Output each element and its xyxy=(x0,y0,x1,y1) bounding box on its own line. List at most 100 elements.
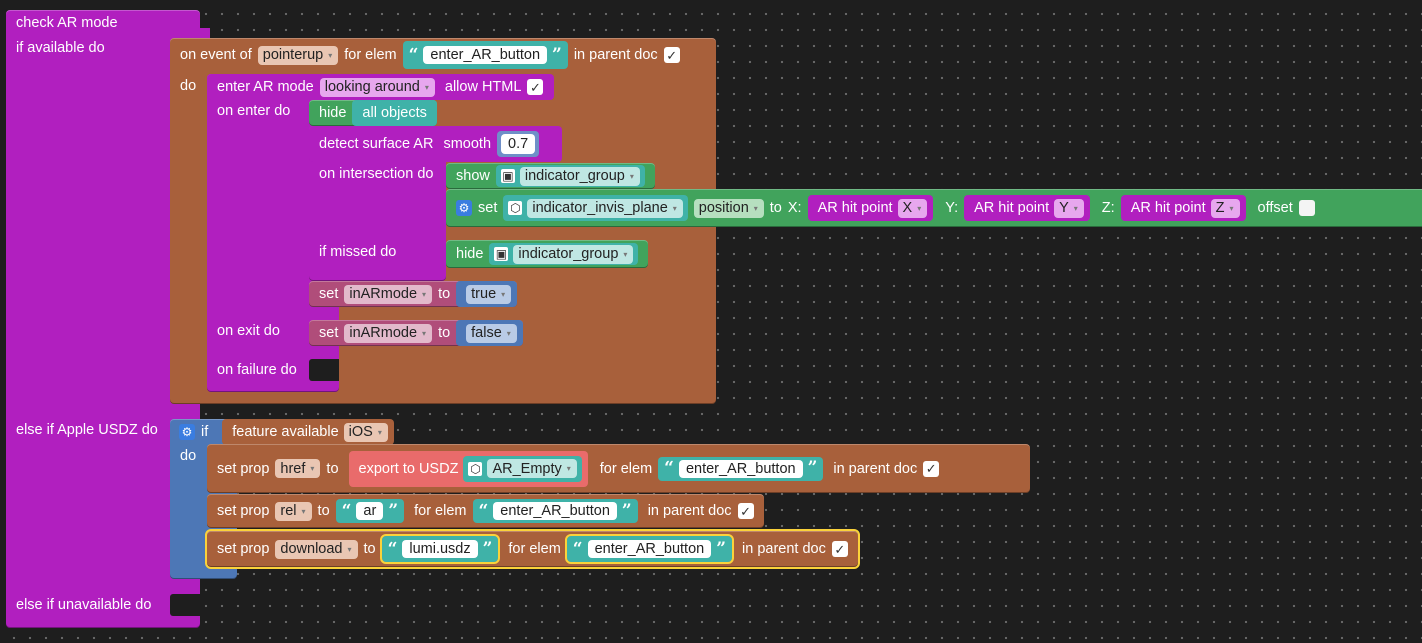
offset-checkbox[interactable] xyxy=(1298,200,1315,216)
axis-x-dropdown[interactable]: X ▾ xyxy=(897,198,928,218)
rel-value[interactable]: ar xyxy=(356,502,384,520)
export-label: export to USDZ xyxy=(358,460,459,477)
event-dropdown[interactable]: pointerup ▾ xyxy=(257,45,339,65)
in-parent-checkbox[interactable]: ✓ xyxy=(737,503,754,519)
hidden-object-block[interactable]: ▣ indicator_group ▾ xyxy=(489,243,639,265)
for-elem-label: for elem xyxy=(414,503,467,519)
hide-all-block[interactable]: hide all objects xyxy=(309,100,437,126)
allow-html-label: allow HTML xyxy=(444,79,522,95)
set-prop-rel-block[interactable]: set prop rel ▾ to “ ar ” for elem “ ente… xyxy=(207,494,764,528)
rel-elem-value[interactable]: enter_AR_button xyxy=(493,502,617,520)
hit-point-y-label: AR hit point xyxy=(974,200,1050,216)
in-parent-checkbox[interactable]: ✓ xyxy=(831,541,848,557)
chevron-down-icon: ▾ xyxy=(753,203,758,213)
plane-object-block[interactable]: ⬡ indicator_invis_plane ▾ xyxy=(503,195,688,221)
set-position-block[interactable]: ⚙ set ⬡ indicator_invis_plane ▾ position… xyxy=(446,189,1422,227)
hide-indicator-block[interactable]: hide ▣ indicator_group ▾ xyxy=(446,240,649,268)
plane-dropdown[interactable]: indicator_invis_plane ▾ xyxy=(527,198,683,218)
var-dropdown[interactable]: inARmode ▾ xyxy=(344,284,433,304)
href-elem-value[interactable]: enter_AR_button xyxy=(678,459,803,478)
true-dropdown[interactable]: true ▾ xyxy=(466,284,512,304)
hit-point-z-label: AR hit point xyxy=(1130,200,1206,216)
all-objects-block[interactable]: all objects xyxy=(352,100,437,126)
in-parent-checkbox[interactable]: ✓ xyxy=(663,47,680,63)
gear-icon[interactable]: ⚙ xyxy=(456,200,472,216)
in-parent-label: in parent doc xyxy=(833,460,918,477)
elem-value[interactable]: enter_AR_button xyxy=(423,46,548,64)
export-object-dropdown[interactable]: AR_Empty ▾ xyxy=(487,459,577,478)
else-unavailable-label: else if unavailable do xyxy=(16,597,152,613)
ar-mode-dropdown[interactable]: looking around ▾ xyxy=(319,77,435,97)
href-elem-string-block[interactable]: “ enter_AR_button ” xyxy=(658,456,824,481)
chevron-down-icon: ▾ xyxy=(501,289,506,299)
chevron-down-icon: ▾ xyxy=(1229,203,1234,213)
download-prop-dropdown[interactable]: download ▾ xyxy=(275,539,358,559)
export-object-block[interactable]: ⬡ AR_Empty ▾ xyxy=(463,455,582,482)
axis-y-dropdown[interactable]: Y ▾ xyxy=(1054,198,1084,218)
platform-value: iOS xyxy=(348,424,373,440)
feature-available-block[interactable]: feature available iOS ▾ xyxy=(222,419,394,445)
download-prop-value: download xyxy=(280,541,343,557)
quote-close-icon: ” xyxy=(807,458,818,478)
ar-block-stub-available xyxy=(200,28,210,46)
set-var-false-block[interactable]: set inARmode ▾ to false ▾ xyxy=(309,320,523,346)
false-dropdown[interactable]: false ▾ xyxy=(466,323,517,343)
set-prop-download-block[interactable]: set prop download ▾ to “ lumi.usdz ” for… xyxy=(205,529,860,569)
show-indicator-block[interactable]: show ▣ indicator_group ▾ xyxy=(446,163,655,189)
chevron-down-icon: ▾ xyxy=(424,82,429,92)
export-object-value: AR_Empty xyxy=(492,460,562,477)
rel-prop-dropdown[interactable]: rel ▾ xyxy=(275,501,312,521)
quote-close-icon: ” xyxy=(716,538,726,559)
chevron-down-icon: ▾ xyxy=(310,464,315,473)
hit-point-x-block[interactable]: AR hit point X ▾ xyxy=(807,195,934,221)
on-failure-label: on failure do xyxy=(217,362,297,378)
indicator-object-block[interactable]: ▣ indicator_group ▾ xyxy=(495,165,645,187)
set-prop-label: set prop xyxy=(217,503,270,519)
chevron-down-icon: ▾ xyxy=(422,328,427,338)
quote-open-icon: “ xyxy=(408,44,419,65)
allow-html-checkbox[interactable]: ✓ xyxy=(527,79,544,95)
smooth-value[interactable]: 0.7 xyxy=(501,134,536,154)
download-elem-string-block[interactable]: “ enter_AR_button ” xyxy=(564,534,735,564)
check-ar-mode-block[interactable] xyxy=(6,10,200,628)
if-missed-label: if missed do xyxy=(319,244,397,260)
x-label: X: xyxy=(787,200,802,216)
platform-dropdown[interactable]: iOS ▾ xyxy=(343,422,388,442)
set-prop-label: set prop xyxy=(217,541,270,557)
set-var-true-block[interactable]: set inARmode ▾ to true ▾ xyxy=(309,281,518,307)
in-parent-label: in parent doc xyxy=(742,541,826,557)
in-parent-checkbox[interactable]: ✓ xyxy=(923,460,940,477)
var-dropdown[interactable]: inARmode ▾ xyxy=(344,323,433,343)
property-dropdown[interactable]: position ▾ xyxy=(693,198,764,218)
chevron-down-icon: ▾ xyxy=(377,427,382,437)
event-do-label: do xyxy=(180,78,197,94)
hidden-object-dropdown[interactable]: indicator_group ▾ xyxy=(513,244,634,264)
axis-x-value: X xyxy=(902,200,913,216)
if-available-label: if available do xyxy=(16,40,105,56)
cube-icon: ⬡ xyxy=(508,201,523,215)
plane-value: indicator_invis_plane xyxy=(532,200,668,216)
indicator-dropdown[interactable]: indicator_group ▾ xyxy=(519,166,640,186)
export-usdz-block[interactable]: export to USDZ ⬡ AR_Empty ▾ xyxy=(348,450,588,487)
hit-point-z-block[interactable]: AR hit point Z ▾ xyxy=(1120,195,1246,221)
false-block[interactable]: false ▾ xyxy=(456,320,523,346)
chevron-down-icon: ▾ xyxy=(328,50,333,60)
hit-point-y-block[interactable]: AR hit point Y ▾ xyxy=(964,195,1090,221)
smooth-number-block[interactable]: 0.7 xyxy=(497,131,540,157)
gear-icon[interactable]: ⚙ xyxy=(179,424,195,440)
chevron-down-icon: ▾ xyxy=(301,506,306,516)
quote-open-icon: “ xyxy=(664,458,674,478)
on-failure-slot xyxy=(309,359,339,381)
rel-elem-string-block[interactable]: “ enter_AR_button ” xyxy=(472,499,638,523)
elem-string-block[interactable]: “ enter_AR_button ” xyxy=(402,41,568,69)
download-value[interactable]: lumi.usdz xyxy=(402,540,478,558)
property-value: position xyxy=(698,200,749,216)
set-prop-href-block[interactable]: set prop href ▾ to export to USDZ ⬡ AR_E… xyxy=(207,444,1030,493)
download-elem-value[interactable]: enter_AR_button xyxy=(587,540,712,558)
href-prop-dropdown[interactable]: href ▾ xyxy=(275,459,321,478)
cube-icon: ⬡ xyxy=(468,461,483,476)
download-string-block[interactable]: “ lumi.usdz ” xyxy=(379,534,501,564)
true-block[interactable]: true ▾ xyxy=(456,281,518,307)
rel-string-block[interactable]: “ ar ” xyxy=(335,499,405,523)
axis-z-dropdown[interactable]: Z ▾ xyxy=(1210,198,1240,218)
